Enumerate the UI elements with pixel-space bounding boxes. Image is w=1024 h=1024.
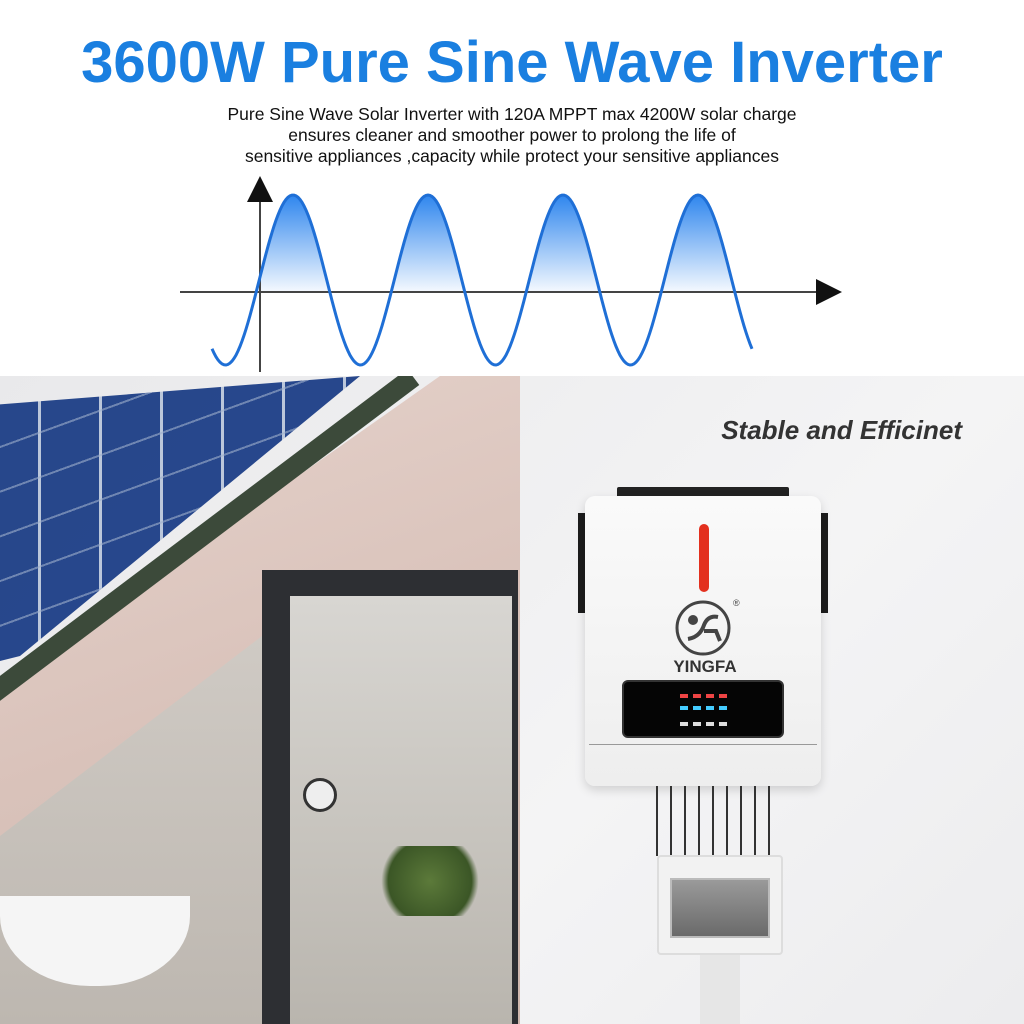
tagline: Stable and Efficinet: [721, 415, 962, 445]
sine-wave-diagram: [180, 176, 842, 372]
wave-fill: [212, 195, 752, 292]
wave-line: [210, 193, 754, 367]
subtitle-line: ensures cleaner and smoother power to pr…: [288, 125, 736, 145]
wall-clock: [303, 778, 337, 812]
cables: [650, 786, 782, 856]
plant: [370, 846, 490, 916]
subtitle-line: Pure Sine Wave Solar Inverter with 120A …: [227, 104, 797, 124]
lcd-display: [622, 680, 784, 738]
installation-photo: [0, 376, 1024, 1024]
status-indicator-bar: [699, 524, 709, 592]
registered-mark: ®: [733, 598, 740, 608]
y-axis-arrow: [247, 176, 273, 202]
brand-logo-icon: [675, 600, 731, 656]
subtitle-line: sensitive appliances ,capacity while pro…: [244, 146, 780, 166]
x-axis-arrow: [816, 279, 842, 305]
brand-name: YINGFA: [673, 657, 737, 676]
page-title: 3600W Pure Sine Wave Inverter: [81, 30, 943, 95]
subtitle: Pure Sine Wave Solar Inverter with 120A …: [0, 104, 1024, 167]
